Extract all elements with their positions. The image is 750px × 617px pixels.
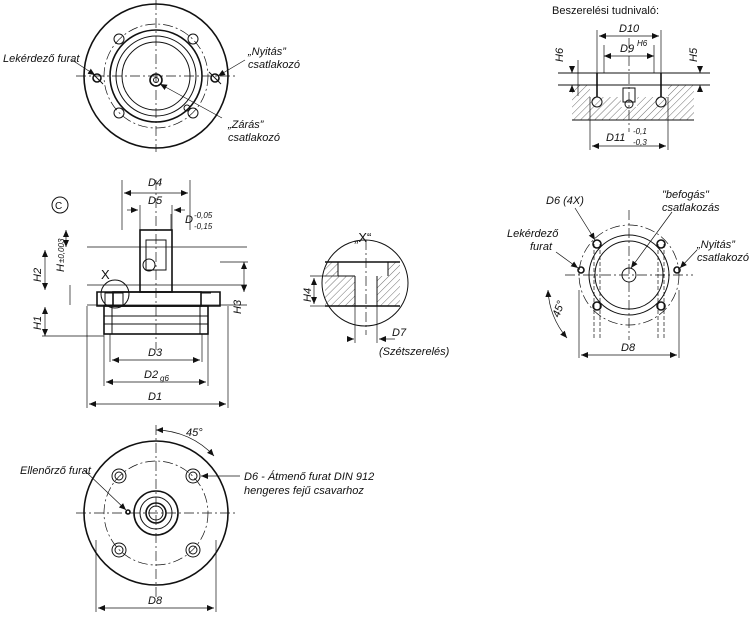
dim-d-tol-lower: -0,15 — [194, 222, 213, 231]
install-title: Beszerelési tudnivaló: — [552, 5, 659, 17]
dim-d10: D10 — [619, 23, 640, 35]
befogas-label-line2: csatlakozás — [662, 202, 720, 214]
angle-label-right: 45° — [551, 299, 568, 319]
nyitas-label-top-line2: csatlakozó — [248, 59, 300, 71]
zaras-label-line1: „Zárás” — [227, 119, 265, 131]
szetszereles-label: (Szétszerelés) — [379, 346, 450, 358]
d6-note-line2: hengeres fejű csavarhoz — [244, 485, 364, 497]
dim-d1: D1 — [148, 391, 162, 403]
dim-d2: D2 — [144, 369, 158, 381]
lekerdezo-label-right-line1: Lekérdező — [507, 228, 559, 240]
detail-x-title: „X“ — [354, 230, 371, 245]
dim-d9-tolerance: H6 — [637, 39, 648, 48]
dim-d3: D3 — [148, 347, 163, 359]
c-mark: C — [55, 201, 62, 212]
dim-d8-bottom: D8 — [148, 595, 163, 607]
dim-h-tolerance: ±0,003 — [57, 238, 66, 263]
zaras-label-line2: csatlakozó — [228, 132, 280, 144]
lekerdezo-label-right-line2: furat — [530, 241, 553, 253]
dim-h4: H4 — [302, 288, 314, 302]
dim-h1: H1 — [32, 316, 44, 330]
nyitas-label-right-line1: „Nyitás” — [696, 239, 736, 251]
dim-h6: H6 — [554, 47, 566, 62]
angle-label-bottom: 45° — [186, 427, 203, 439]
mounting-pattern-view — [545, 207, 698, 358]
d6-note-line1: D6 - Átmenő furat DIN 912 — [244, 470, 374, 483]
detail-x-view — [310, 239, 409, 343]
d6-4x-label: D6 (4X) — [546, 195, 584, 207]
dim-d11: D11 — [606, 132, 625, 144]
dim-d: D — [185, 214, 193, 226]
dim-h5: H5 — [688, 47, 700, 62]
detail-x-marker: X — [101, 267, 110, 282]
nyitas-label-right-line2: csatlakozó — [697, 252, 749, 264]
dim-d8-right: D8 — [621, 342, 636, 354]
dim-h3: H3 — [232, 299, 244, 314]
bottom-view — [76, 425, 240, 612]
dim-d-tol-upper: -0,05 — [194, 211, 213, 220]
ellenorzo-furat-label: Ellenőrző furat — [20, 465, 92, 477]
dim-h: H — [55, 264, 67, 272]
install-section — [558, 30, 710, 150]
dim-d11-tol-lower: -0,3 — [633, 138, 647, 147]
dim-d9: D9 — [620, 43, 634, 55]
dim-d5: D5 — [148, 195, 163, 207]
befogas-label-line1: "befogás" — [662, 189, 710, 201]
dim-h2: H2 — [32, 268, 44, 282]
lekerdezo-furat-label-top: Lekérdező furat — [3, 53, 80, 65]
nyitas-label-top-line1: „Nyitás” — [247, 46, 287, 58]
dim-d7: D7 — [392, 327, 407, 339]
dim-d4: D4 — [148, 177, 162, 189]
top-view — [71, 0, 246, 152]
dim-d2-tolerance: g6 — [160, 374, 169, 383]
dim-d11-tol-upper: -0,1 — [633, 127, 647, 136]
side-section-view — [42, 180, 248, 408]
